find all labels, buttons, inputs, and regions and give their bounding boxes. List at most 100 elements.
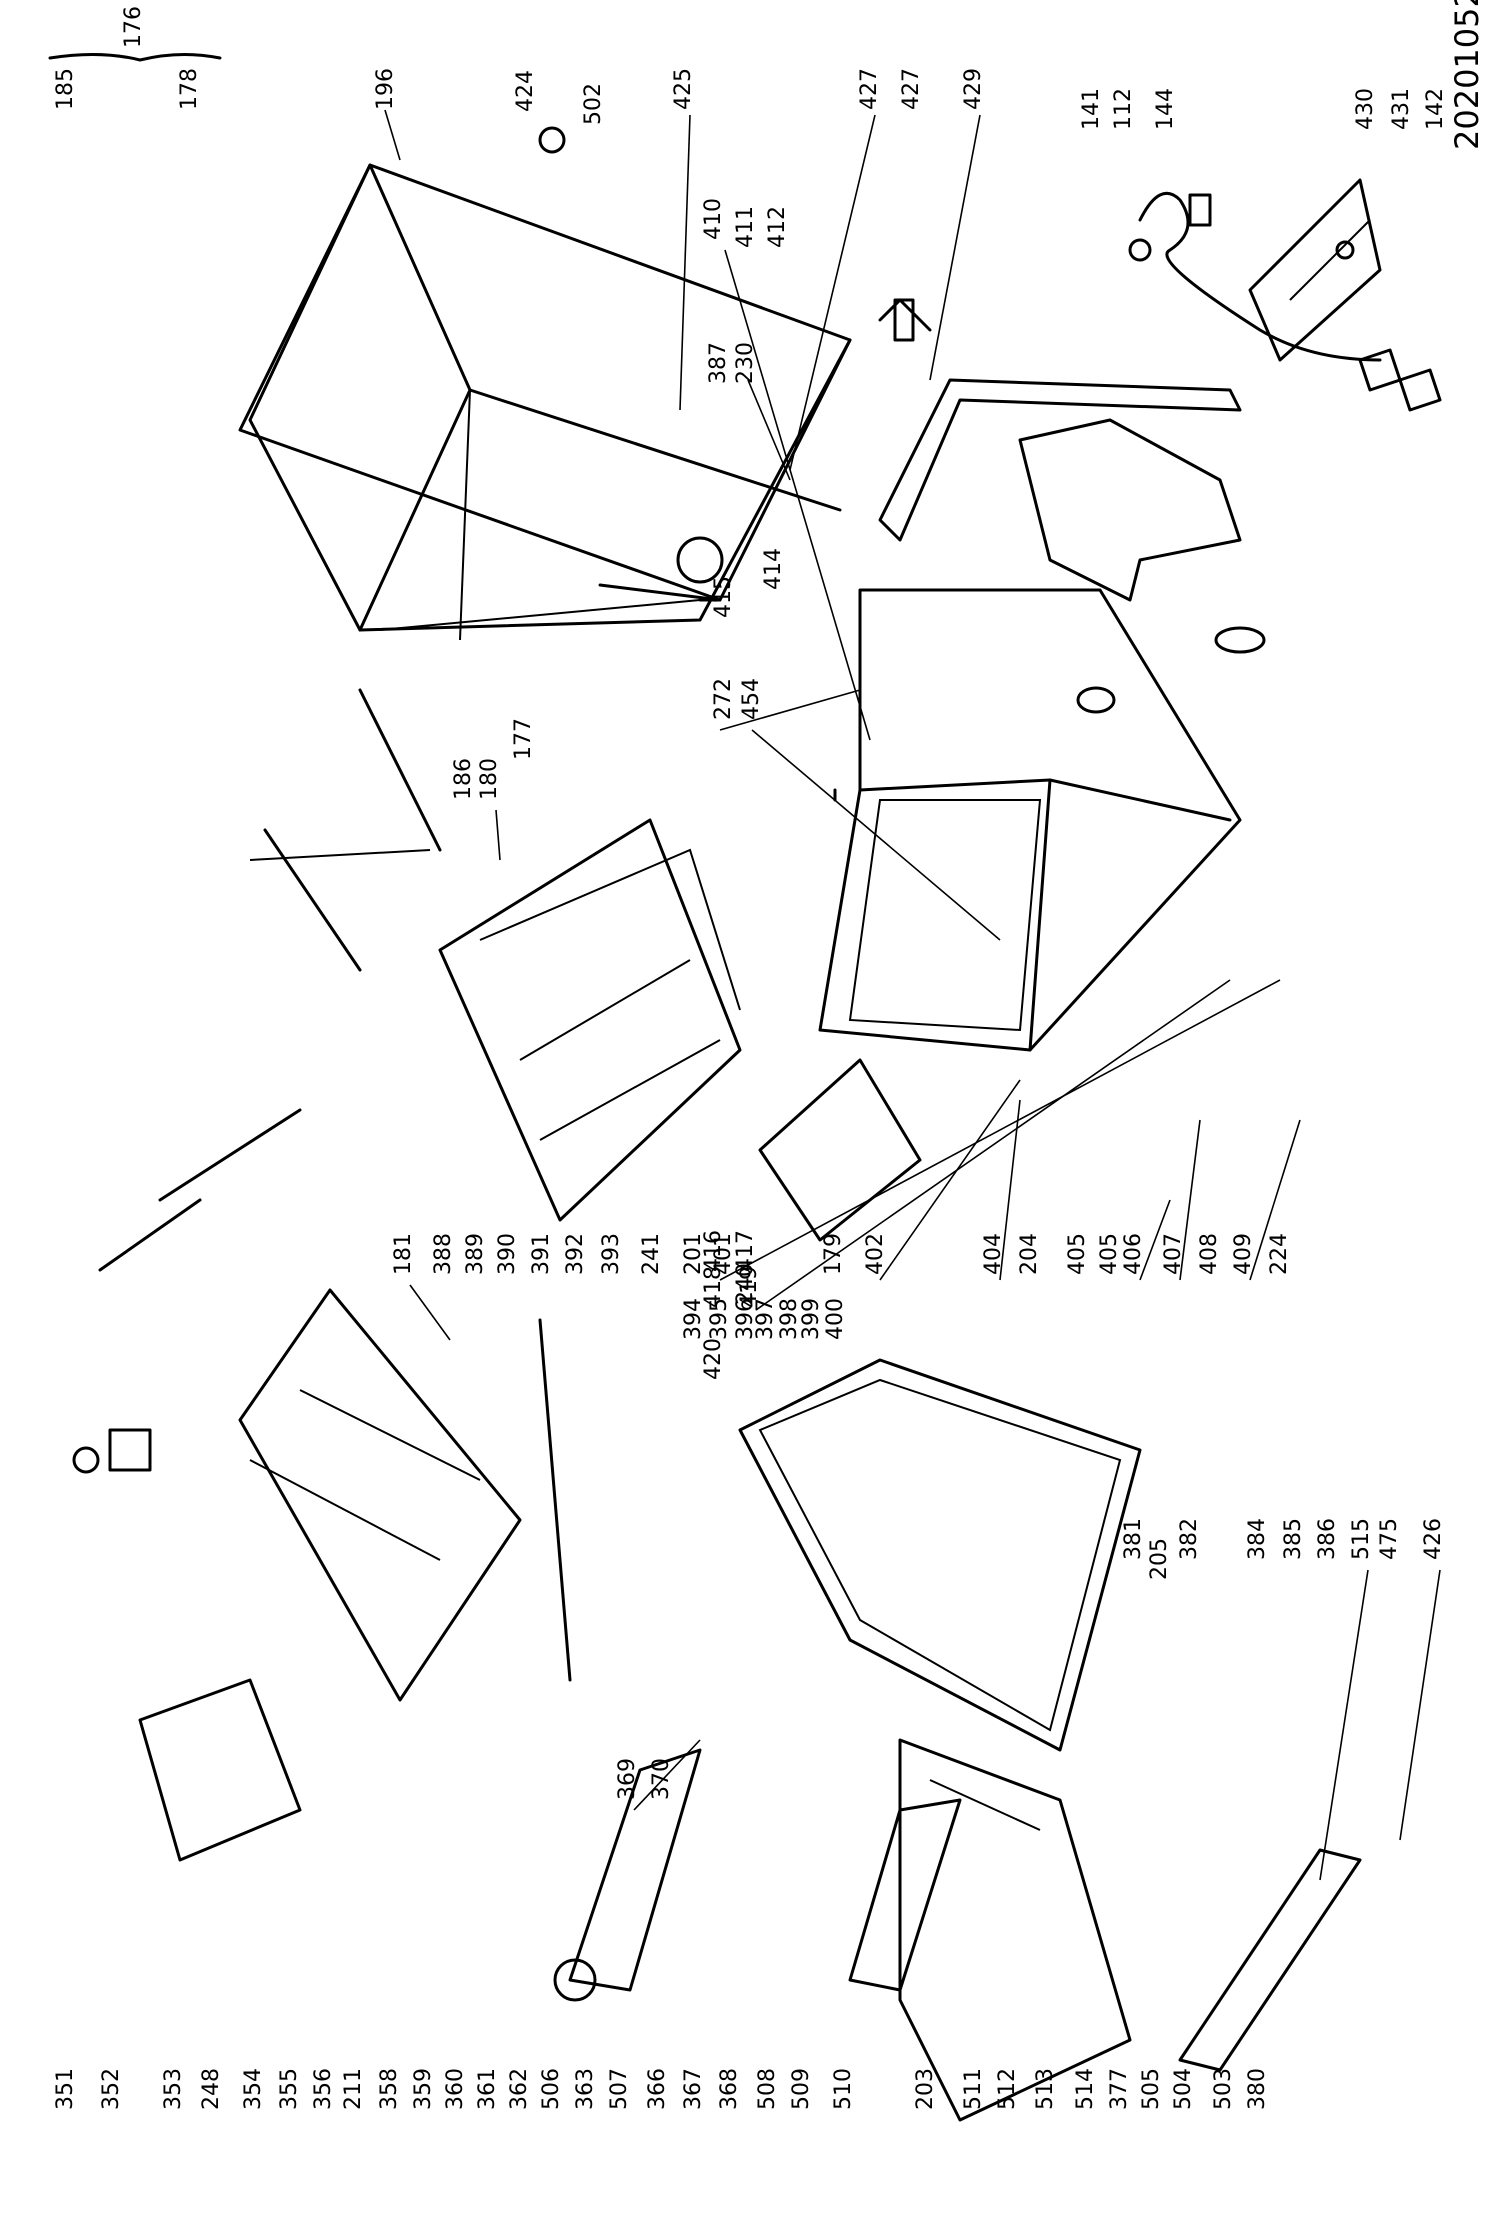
label-141: 141 <box>1079 88 1104 130</box>
label-group-top: 185 176 178 186 180 177 410 411 412 387 … <box>53 6 1448 1380</box>
label-368: 368 <box>717 2068 742 2110</box>
label-351: 351 <box>53 2068 78 2110</box>
label-384: 384 <box>1245 1518 1270 1560</box>
label-144: 144 <box>1153 88 1178 130</box>
label-181: 181 <box>391 1233 416 1275</box>
label-205: 205 <box>1147 1538 1172 1580</box>
label-204: 204 <box>1017 1233 1042 1275</box>
label-390: 390 <box>495 1233 520 1275</box>
label-429: 429 <box>961 68 986 110</box>
leader-lines <box>384 109 1441 1881</box>
rail-429 <box>878 378 1242 542</box>
part-431 <box>1358 348 1402 392</box>
label-377: 377 <box>1107 2068 1132 2110</box>
label-385: 385 <box>1281 1518 1306 1560</box>
label-430: 430 <box>1353 88 1378 130</box>
label-401: 401 <box>711 1233 736 1275</box>
label-400: 400 <box>823 1298 848 1340</box>
label-512: 512 <box>995 2068 1020 2110</box>
label-387: 387 <box>706 342 731 384</box>
label-420: 420 <box>701 1338 726 1380</box>
label-502: 502 <box>581 83 606 125</box>
label-407: 407 <box>1161 1233 1186 1275</box>
label-382: 382 <box>1177 1518 1202 1560</box>
label-203: 203 <box>913 2068 938 2110</box>
label-355: 355 <box>277 2068 302 2110</box>
label-504: 504 <box>1171 2068 1196 2110</box>
label-510: 510 <box>831 2068 856 2110</box>
door-panel-203 <box>898 1738 1132 2122</box>
label-394: 394 <box>681 1298 706 1340</box>
label-380: 380 <box>1245 2068 1270 2110</box>
electrical-box-430 <box>1248 178 1382 362</box>
label-392: 392 <box>563 1233 588 1275</box>
label-397: 397 <box>753 1298 778 1340</box>
tine-rack-186 <box>249 688 442 972</box>
upper-basket-181 <box>238 1288 522 1702</box>
label-366: 366 <box>645 2068 670 2110</box>
label-224: 224 <box>1267 1233 1292 1275</box>
label-185: 185 <box>53 68 78 110</box>
label-353: 353 <box>161 2068 186 2110</box>
door-204 <box>738 1358 1142 1752</box>
label-409: 409 <box>1231 1233 1256 1275</box>
label-359: 359 <box>411 2068 436 2110</box>
label-416: 416 <box>701 1230 726 1272</box>
label-176: 176 <box>121 6 146 48</box>
label-508: 508 <box>755 2068 780 2110</box>
label-248: 248 <box>199 2068 224 2110</box>
label-178: 178 <box>177 68 202 110</box>
label-398: 398 <box>777 1298 802 1340</box>
label-356: 356 <box>311 2068 336 2110</box>
label-362: 362 <box>507 2068 532 2110</box>
label-454: 454 <box>739 678 764 720</box>
panel-510 <box>848 1798 962 1992</box>
label-395: 395 <box>707 1298 732 1340</box>
label-410: 410 <box>701 198 726 240</box>
label-393: 393 <box>599 1233 624 1275</box>
part-427-screw <box>878 298 932 342</box>
knob-360 <box>553 1958 597 2002</box>
label-431: 431 <box>1389 88 1414 130</box>
label-509: 509 <box>789 2068 814 2110</box>
label-411: 411 <box>733 206 758 248</box>
part-144 <box>1188 193 1212 227</box>
label-412: 412 <box>765 206 790 248</box>
label-186: 186 <box>451 758 476 800</box>
label-354: 354 <box>241 2068 266 2110</box>
label-426: 426 <box>1421 1518 1446 1560</box>
label-363: 363 <box>573 2068 598 2110</box>
label-418: 418 <box>701 1266 726 1308</box>
label-367: 367 <box>681 2068 706 2110</box>
label-408: 408 <box>1197 1233 1222 1275</box>
label-358: 358 <box>377 2068 402 2110</box>
tub-272 <box>818 588 1266 1052</box>
diagram-code: 20201052 <box>1448 0 1486 150</box>
label-507: 507 <box>607 2068 632 2110</box>
label-505: 505 <box>1139 2068 1164 2110</box>
cabinet-frame-196 <box>238 163 852 641</box>
label-240: 240 <box>733 1263 758 1305</box>
label-group-left: 351 352 353 248 354 355 356 211 358 359 … <box>53 2068 1270 2110</box>
label-112: 112 <box>1111 88 1136 130</box>
label-180: 180 <box>477 758 502 800</box>
label-427b: 427 <box>899 68 924 110</box>
label-399: 399 <box>799 1298 824 1340</box>
label-405a: 405 <box>1065 1233 1090 1275</box>
label-386: 386 <box>1315 1518 1340 1560</box>
label-514: 514 <box>1073 2068 1098 2110</box>
part-142 <box>1398 368 1442 412</box>
label-503: 503 <box>1211 2068 1236 2110</box>
label-414: 414 <box>761 548 786 590</box>
label-396: 396 <box>733 1298 758 1340</box>
label-417: 417 <box>733 1230 758 1272</box>
label-389: 389 <box>463 1233 488 1275</box>
label-402: 402 <box>863 1233 888 1275</box>
lower-basket-177 <box>438 818 742 1222</box>
label-506: 506 <box>539 2068 564 2110</box>
label-201: 201 <box>681 1233 706 1275</box>
label-419: 419 <box>737 1266 762 1308</box>
label-475: 475 <box>1377 1518 1402 1560</box>
label-406: 406 <box>1121 1233 1146 1275</box>
